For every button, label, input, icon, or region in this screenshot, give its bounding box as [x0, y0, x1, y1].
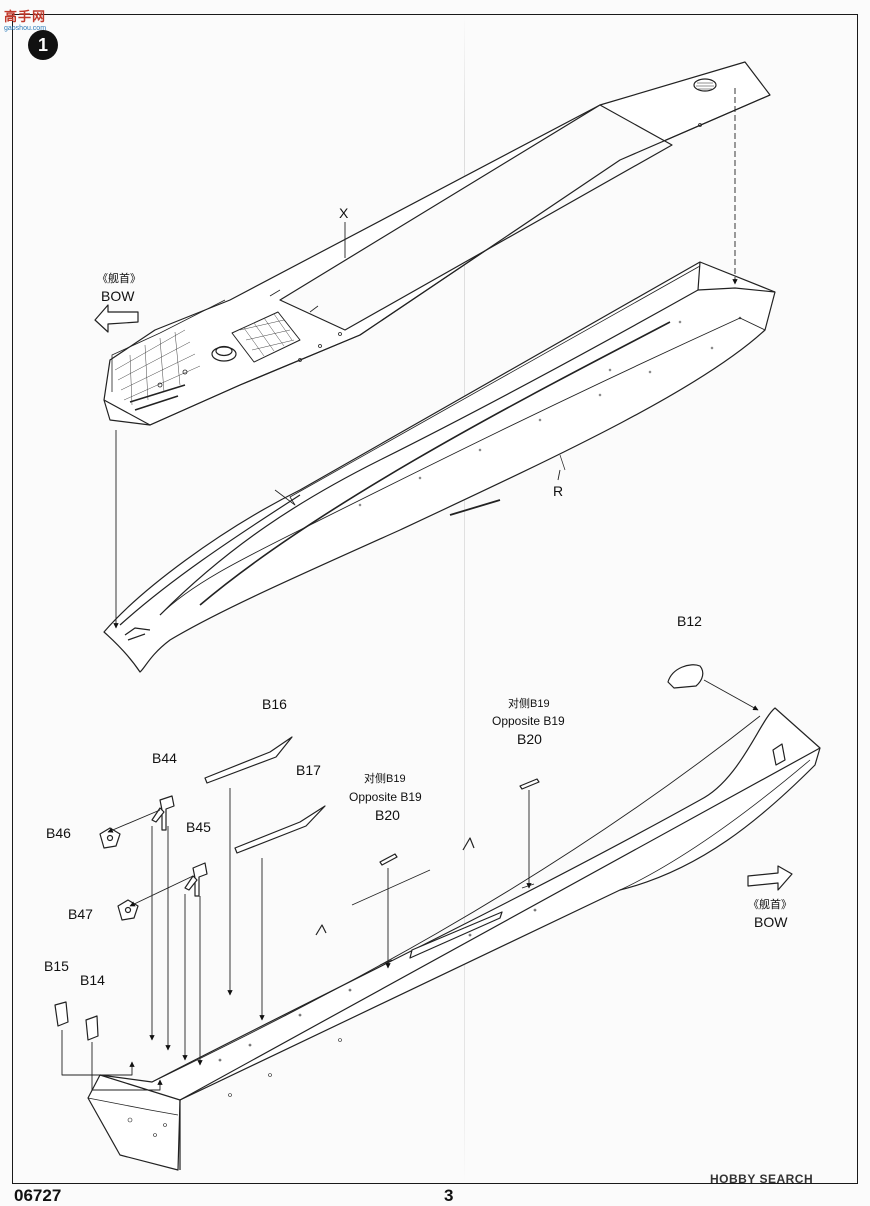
deck-part-x	[103, 61, 771, 426]
hull-part-r	[103, 261, 776, 673]
part-b20-label-right: B20	[517, 731, 542, 747]
part-b44-label: B44	[152, 750, 177, 766]
bottom-bow-label-cn: 《舰首》	[748, 899, 792, 911]
cover-b12	[667, 664, 704, 689]
opposite-b19-en-right: Opposite B19	[492, 714, 565, 728]
plate-b15	[54, 1001, 69, 1027]
page-frame	[12, 14, 858, 1184]
pin-b20-right	[519, 778, 540, 790]
part-b17-label: B17	[296, 762, 321, 778]
site-watermark-sub: gaoshou.com	[4, 25, 47, 32]
part-b45-label: B45	[186, 819, 211, 835]
bottom-bow-label-en: BOW	[754, 914, 788, 930]
part-b20-label-left: B20	[375, 807, 400, 823]
top-leader-lines	[113, 88, 738, 629]
plate-b14	[85, 1015, 99, 1041]
site-watermark-text: 高手网	[4, 9, 47, 24]
clamp-b47	[117, 899, 139, 921]
top-bow-label-en: BOW	[101, 288, 135, 304]
bottom-leader-lines	[61, 679, 759, 1091]
opposite-b19-en-left: Opposite B19	[349, 790, 422, 804]
rod-b17	[234, 805, 326, 854]
davit-b45	[184, 862, 208, 897]
hull-side-view	[87, 707, 821, 1171]
page-number: 3	[444, 1186, 454, 1205]
part-x-label: X	[339, 205, 349, 221]
part-b46-label: B46	[46, 825, 71, 841]
part-b14-label: B14	[80, 972, 105, 988]
part-r-label: R	[553, 483, 564, 499]
bottom-bow-arrow	[747, 865, 793, 891]
part-b47-label: B47	[68, 906, 93, 922]
site-watermark: 高手网 gaoshou.com	[4, 6, 46, 32]
clamp-b46	[99, 827, 121, 849]
part-b16-label: B16	[262, 696, 287, 712]
rod-b16	[204, 736, 293, 784]
opposite-b19-cn-left: 对侧B19	[364, 773, 406, 785]
top-bow-label-cn: 《舰首》	[97, 273, 141, 285]
part-b12-label: B12	[677, 613, 702, 629]
davit-b44	[151, 795, 175, 831]
opposite-b19-cn-right: 对侧B19	[508, 698, 550, 710]
step-badge: 1	[28, 30, 58, 60]
part-b15-label: B15	[44, 958, 69, 974]
fold-line	[464, 14, 465, 1184]
kit-code: 06727	[14, 1186, 62, 1205]
pin-b20-left	[379, 853, 398, 866]
hobby-search-watermark: HOBBY SEARCH	[710, 1172, 814, 1186]
top-bow-arrow	[94, 304, 139, 333]
